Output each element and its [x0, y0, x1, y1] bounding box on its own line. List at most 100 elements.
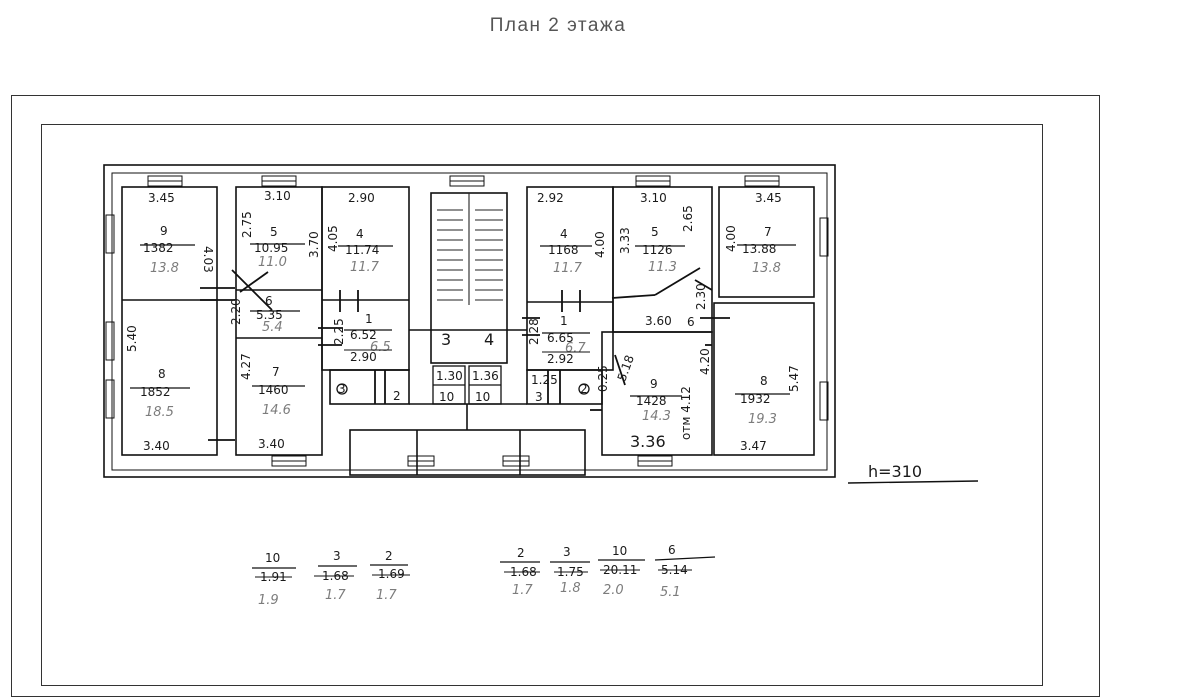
misc-otm: отм 4.12: [679, 386, 693, 440]
room-r7-top: 3.45: [755, 191, 782, 205]
room-r8-bottom: 3.47: [740, 439, 767, 453]
room-r1-side: 2.28: [527, 318, 541, 345]
room-r1-bottom: 2.92: [547, 352, 574, 366]
room-r7-area: 13.88: [742, 242, 776, 256]
room-r1: 1 6.65 6.7 2.28 2.92: [527, 314, 590, 366]
cell-3: 3: [535, 390, 543, 404]
sum-r3-corr: 5.1: [660, 585, 681, 600]
sum-l1-corr: 1.7: [325, 588, 346, 603]
walls: [103, 164, 836, 478]
sum-l1-num: 3: [333, 549, 341, 563]
room-r9-area: 1428: [636, 394, 667, 408]
room-l9-corr: 13.8: [150, 261, 179, 276]
room-l1-side: 2.25: [332, 318, 346, 345]
sum-r2-num: 10: [612, 544, 627, 558]
room-r4-area: 1168: [548, 243, 579, 257]
room-r9-corr: 14.3: [642, 409, 671, 424]
sum-r1-num: 3: [563, 545, 571, 559]
sum-l2-num: 2: [385, 549, 393, 563]
room-l5-right: 3.70: [307, 231, 321, 258]
cell-2: 2: [393, 389, 401, 403]
room-l9-top: 3.45: [148, 191, 175, 205]
windows: [105, 175, 829, 467]
room-r6-num: 6: [687, 315, 695, 329]
room-l5: 3.10 5 10.95 11.0 2.75 3.70: [240, 189, 321, 270]
sum-r0-corr: 1.7: [512, 583, 533, 598]
sum-l0-num: 10: [265, 551, 280, 565]
room-l6-side: 2.20: [229, 298, 243, 325]
room-r7-corr: 13.8: [752, 261, 781, 276]
room-l4-top: 2.90: [348, 191, 375, 205]
room-r5-area: 1126: [642, 243, 673, 257]
room-r4-corr: 11.7: [553, 261, 583, 276]
summary-right: 2 1.68 1.7 3 1.75 1.8 10 20.11 2.0 6 5.1…: [500, 543, 716, 600]
room-l8-corr: 18.5: [145, 405, 174, 420]
room-l5-left: 2.75: [240, 211, 254, 238]
room-l8-num: 8: [158, 367, 166, 381]
room-l5-num: 5: [270, 225, 278, 239]
room-l8-left: 5.40: [125, 325, 139, 352]
room-r4-right: 4.00: [593, 231, 607, 258]
room-l6-num: 6: [265, 294, 273, 308]
room-r9-num: 9: [650, 377, 658, 391]
height-label: h=310: [868, 462, 922, 481]
room-r7-left: 4.00: [724, 225, 738, 252]
room-l7-num: 7: [272, 365, 280, 379]
room-r5-right: 2.65: [681, 205, 695, 232]
cell-136: 1.36: [472, 369, 499, 383]
room-r5-corr: 11.3: [648, 260, 677, 275]
lobby-cells: [336, 365, 590, 405]
sum-r0-num: 2: [517, 546, 525, 560]
room-r5: 3.10 5 1126 11.3 3.33 2.65: [618, 191, 695, 275]
misc-518: 5.18: [615, 353, 637, 383]
room-r7: 3.45 7 13.88 13.8 4.00: [724, 191, 796, 276]
room-r9-bottom: 3.36: [630, 432, 666, 451]
room-l5-area: 10.95: [254, 241, 288, 255]
cell-10-b: 10: [475, 390, 490, 404]
room-l1-corr: 6.5: [370, 340, 391, 355]
room-r8-corr: 19.3: [748, 412, 777, 427]
room-r5-num: 5: [651, 225, 659, 239]
room-l7: 7 1460 14.6 4.27 3.40: [239, 353, 305, 451]
room-l9-area: 1382: [143, 241, 174, 255]
room-l4-num: 4: [356, 227, 364, 241]
misc-025: 0.25: [596, 365, 610, 392]
room-r5-top: 3.10: [640, 191, 667, 205]
room-r6-area: 3.60: [645, 314, 672, 328]
room-l1-num: 1: [365, 312, 373, 326]
room-l6: 6 5.35 5.4 2.20: [229, 294, 300, 335]
staircase: [437, 193, 503, 305]
room-r4-top: 2.92: [537, 191, 564, 205]
small-cells: 1.30 10 1.36 10 1.25 3 2 3 2: [338, 369, 588, 404]
center-room-3: 3: [441, 330, 451, 349]
room-l7-bottom: 3.40: [258, 437, 285, 451]
summary-left: 10 1.91 1.9 3 1.68 1.7 2 1.69 1.7: [252, 549, 410, 608]
room-l4-left: 4.05: [326, 225, 340, 252]
room-l8-bottom: 3.40: [143, 439, 170, 453]
room-l7-area: 1460: [258, 383, 289, 397]
room-r8-right: 5.47: [787, 365, 801, 392]
room-r1-area: 6.65: [547, 331, 574, 345]
room-l1: 1 6.52 6.5 2.25 2.90: [332, 312, 392, 364]
room-l7-corr: 14.6: [262, 403, 291, 418]
room-r4-num: 4: [560, 227, 568, 241]
room-r1-num: 1: [560, 314, 568, 328]
room-r8-area: 1932: [740, 392, 771, 406]
center-room-4: 4: [484, 330, 494, 349]
room-l9-num: 9: [160, 224, 168, 238]
room-r8-num: 8: [760, 374, 768, 388]
room-l8-area: 1852: [140, 385, 171, 399]
circled-3: 3: [338, 382, 346, 396]
sum-l0-corr: 1.9: [258, 593, 279, 608]
room-r7-num: 7: [764, 225, 772, 239]
room-l4-area: 11.74: [345, 243, 379, 257]
sum-r2-corr: 2.0: [603, 583, 624, 598]
cell-130: 1.30: [436, 369, 463, 383]
cell-10-a: 10: [439, 390, 454, 404]
room-l4-corr: 11.7: [350, 260, 380, 275]
sum-l2-area: 1.69: [378, 567, 405, 581]
room-r6-side: 2.30: [694, 283, 708, 310]
page-title: План 2 этажа: [489, 15, 627, 36]
sum-l2-corr: 1.7: [376, 588, 397, 603]
room-l5-corr: 11.0: [258, 255, 287, 270]
